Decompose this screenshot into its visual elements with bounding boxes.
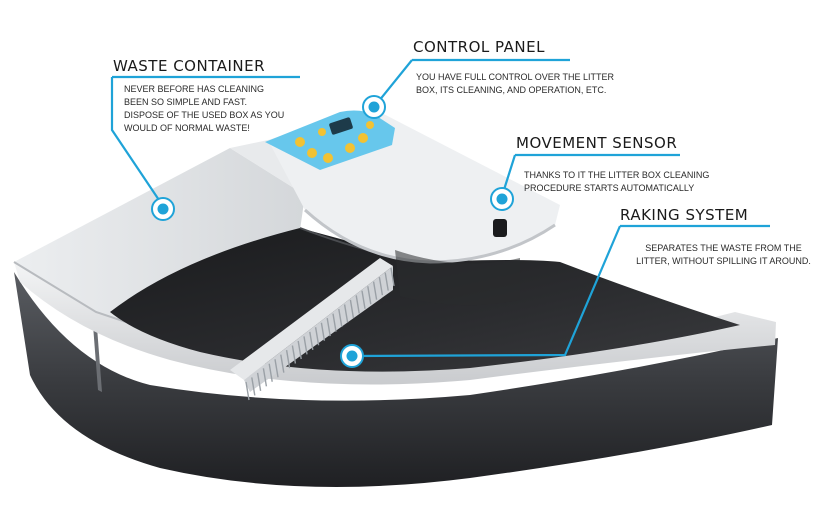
raking-system-description: SEPARATES THE WASTE FROM THE LITTER, WIT… <box>636 243 811 266</box>
movement-sensor-title: MOVEMENT SENSOR <box>516 134 678 152</box>
litter-box-base <box>14 272 778 487</box>
control-panel-device <box>265 110 395 170</box>
hotspot-waste-icon <box>151 197 175 221</box>
leader-raking <box>351 224 770 358</box>
rake-assembly <box>230 258 395 401</box>
hotspot-markers <box>151 95 514 368</box>
raking-system-title: RAKING SYSTEM <box>620 206 749 224</box>
waste-container-description: NEVER BEFORE HAS CLEANING BEEN SO SIMPLE… <box>124 84 285 133</box>
waste-container-title: WASTE CONTAINER <box>113 57 266 75</box>
movement-sensor <box>493 219 507 237</box>
hotspot-control-icon <box>362 95 386 119</box>
hotspot-sensor-icon <box>490 187 514 211</box>
movement-sensor-description: THANKS TO IT THE LITTER BOX CLEANING PRO… <box>524 170 710 193</box>
control-panel-title: CONTROL PANEL <box>413 38 545 56</box>
hotspot-raking-icon <box>340 344 364 368</box>
litter-box-rim <box>14 262 776 385</box>
control-panel-description: YOU HAVE FULL CONTROL OVER THE LITTER BO… <box>416 72 615 95</box>
leader-waste <box>110 75 300 210</box>
